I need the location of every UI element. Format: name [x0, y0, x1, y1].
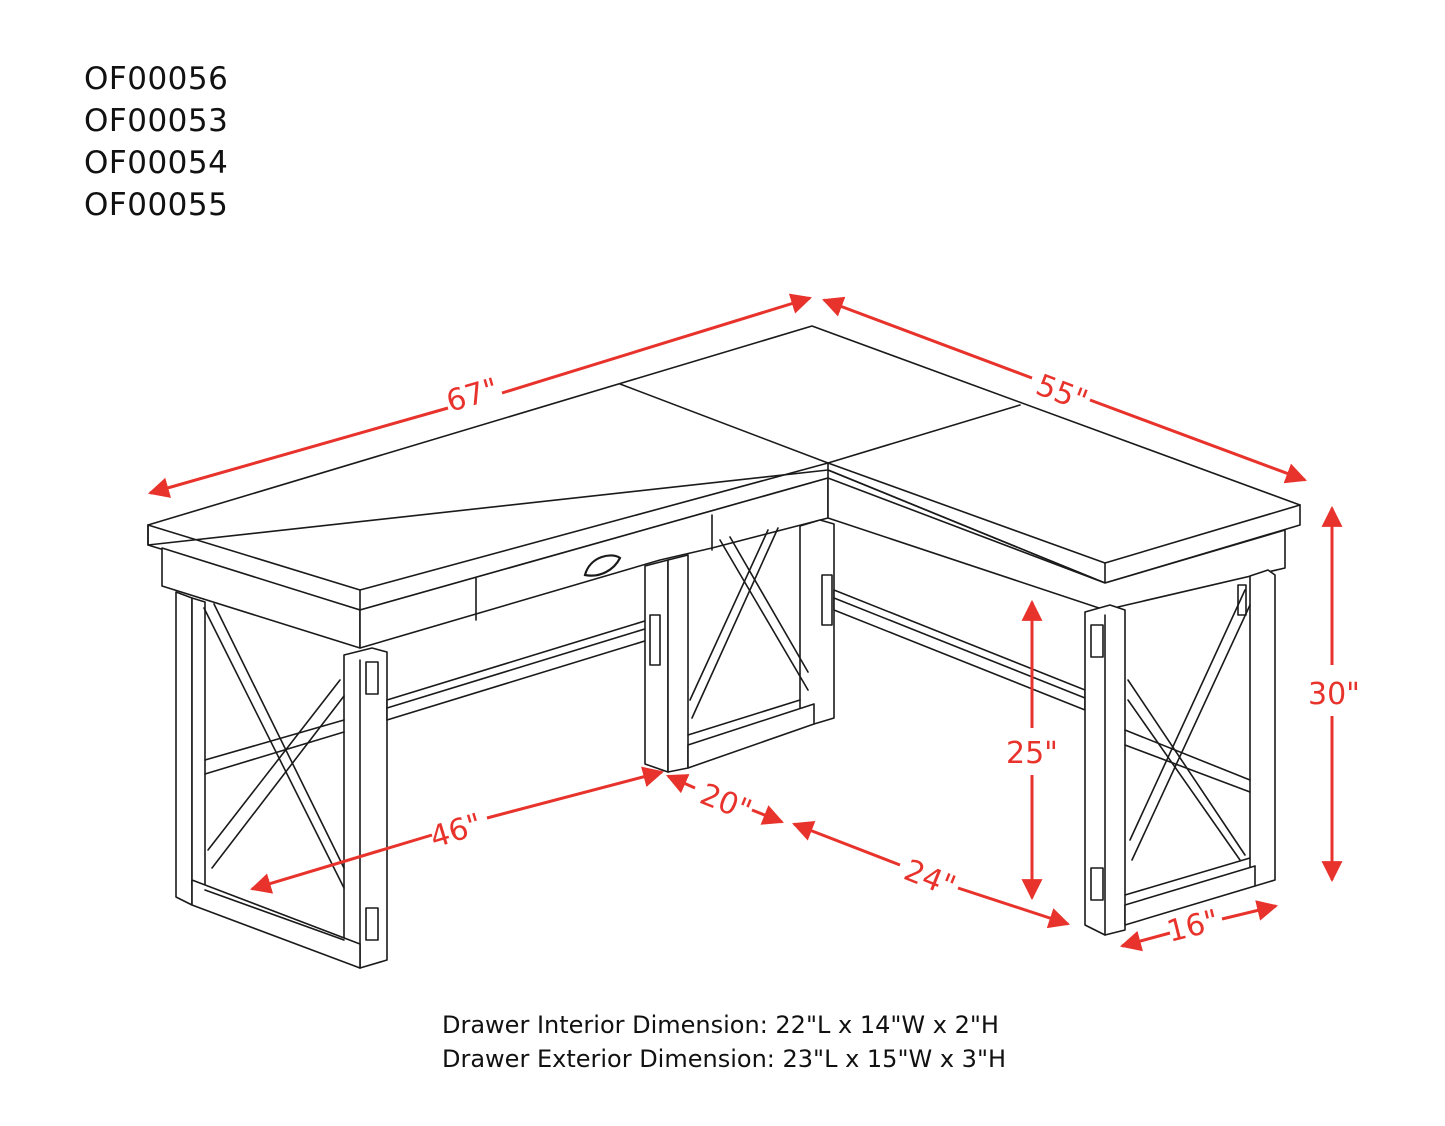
- drawer-dimension-notes: Drawer Interior Dimension: 22"L x 14"W x…: [442, 1008, 1006, 1076]
- model-number-list: OF00056 OF00053 OF00054 OF00055: [84, 58, 228, 226]
- desk-line-art: [147, 325, 1301, 969]
- model-number: OF00056: [84, 61, 229, 97]
- dim-knee-height: 25": [1006, 736, 1058, 771]
- dim-overall-length: 67": [443, 372, 503, 420]
- dim-knee-width-return: 24": [899, 853, 960, 905]
- dim-knee-width-main: 46": [426, 807, 486, 856]
- model-number: OF00053: [84, 103, 229, 139]
- drawer-interior-note: Drawer Interior Dimension: 22"L x 14"W x…: [442, 1011, 999, 1039]
- dim-overall-height: 30": [1308, 677, 1360, 712]
- drawer-exterior-note: Drawer Exterior Dimension: 23"L x 15"W x…: [442, 1045, 1007, 1073]
- drawer-pull-icon: [583, 554, 622, 577]
- model-number: OF00055: [84, 187, 229, 223]
- dim-corner-pedestal-depth: 20": [695, 777, 756, 829]
- model-number: OF00054: [84, 145, 229, 181]
